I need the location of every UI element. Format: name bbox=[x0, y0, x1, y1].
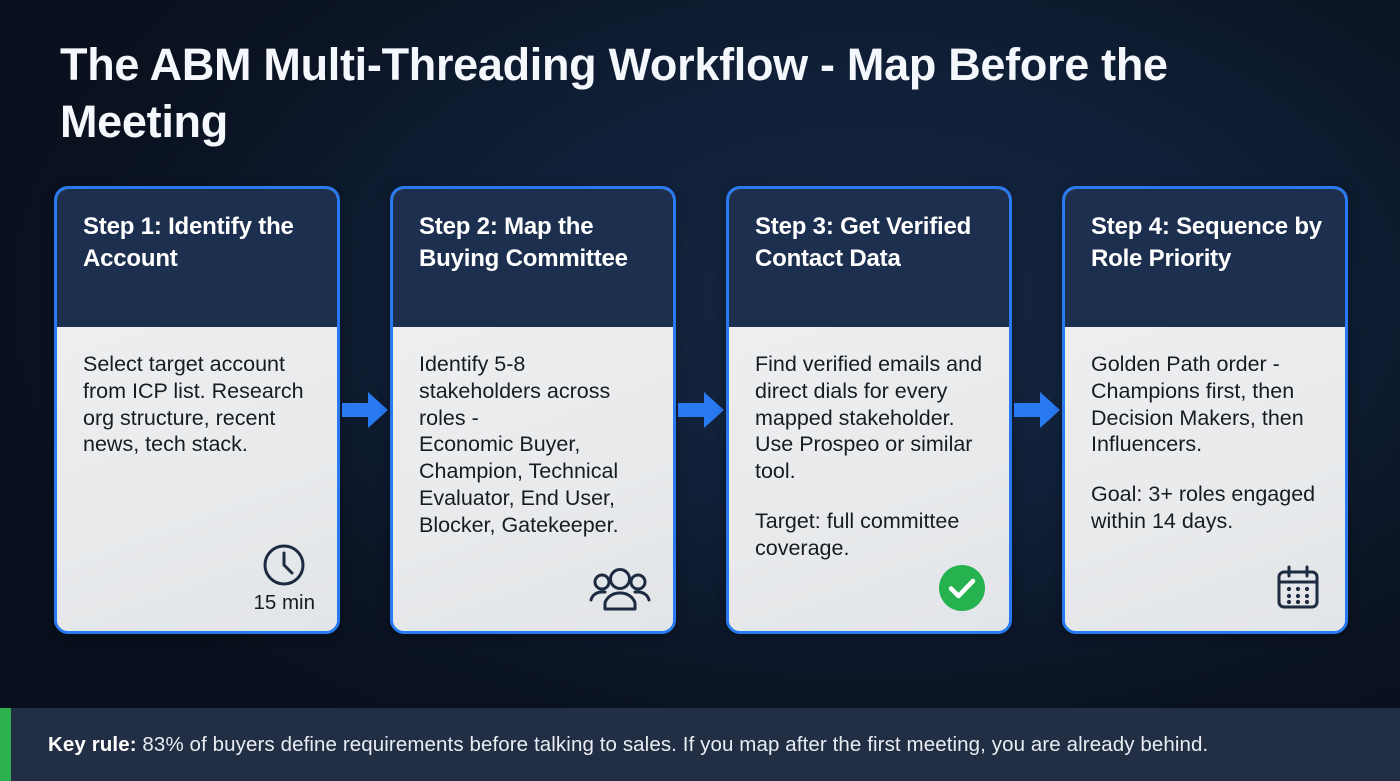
step-card-1-icon-group: 15 min bbox=[253, 542, 315, 615]
step-card-4-body: Golden Path order - Champions first, the… bbox=[1065, 327, 1345, 631]
step-card-2-icon-group bbox=[589, 567, 651, 615]
step-card-1-paragraph-1: Select target account from ICP list. Res… bbox=[83, 352, 304, 457]
workflow-steps-row: Step 1: Identify the Account Select targ… bbox=[54, 186, 1354, 634]
step-card-1[interactable]: Step 1: Identify the Account Select targ… bbox=[54, 186, 340, 634]
footer-body: 83% of buyers define requirements before… bbox=[136, 732, 1209, 756]
calendar-icon bbox=[1277, 565, 1319, 609]
step-card-1-icon-caption: 15 min bbox=[253, 591, 315, 614]
clock-icon bbox=[263, 544, 305, 586]
people-group-icon bbox=[589, 568, 651, 611]
step-card-3[interactable]: Step 3: Get Verified Contact Data Find v… bbox=[726, 186, 1012, 634]
arrow-right-icon bbox=[678, 392, 724, 428]
step-card-2-body: Identify 5-8 stakeholders across roles -… bbox=[393, 327, 673, 631]
step-card-3-header: Step 3: Get Verified Contact Data bbox=[729, 189, 1009, 327]
page-title: The ABM Multi-Threading Workflow - Map B… bbox=[60, 39, 1168, 147]
footer-text: Key rule: 83% of buyers define requireme… bbox=[48, 731, 1208, 759]
step-card-4[interactable]: Step 4: Sequence by Role Priority Golden… bbox=[1062, 186, 1348, 634]
footer-label: Key rule: bbox=[48, 732, 137, 756]
step-card-1-header: Step 1: Identify the Account bbox=[57, 189, 337, 327]
footer-accent-bar bbox=[0, 708, 11, 781]
step-card-3-paragraph-1: Find verified emails and direct dials fo… bbox=[755, 352, 983, 484]
step-card-4-paragraph-2: Goal: 3+ roles engaged within 14 days. bbox=[1091, 482, 1316, 533]
connector-arrow-3 bbox=[1012, 186, 1062, 634]
connector-arrow-2 bbox=[676, 186, 726, 634]
arrow-right-icon bbox=[342, 392, 388, 428]
step-card-4-header: Step 4: Sequence by Role Priority bbox=[1065, 189, 1345, 327]
step-card-4-icon-group bbox=[1273, 563, 1323, 615]
step-card-3-body: Find verified emails and direct dials fo… bbox=[729, 327, 1009, 631]
green-check-icon bbox=[939, 565, 985, 611]
step-card-2-paragraph-1: Identify 5-8 stakeholders across roles -… bbox=[419, 352, 619, 537]
step-card-3-icon-group bbox=[937, 563, 987, 615]
arrow-right-icon bbox=[1014, 392, 1060, 428]
step-card-1-body: Select target account from ICP list. Res… bbox=[57, 327, 337, 631]
step-card-3-paragraph-2: Target: full committee coverage. bbox=[755, 508, 960, 560]
step-card-2[interactable]: Step 2: Map the Buying Committee Identif… bbox=[390, 186, 676, 634]
step-card-2-header: Step 2: Map the Buying Committee bbox=[393, 189, 673, 327]
step-card-4-paragraph-1: Golden Path order - Champions first, the… bbox=[1091, 352, 1304, 457]
connector-arrow-1 bbox=[340, 186, 390, 634]
key-rule-footer: Key rule: 83% of buyers define requireme… bbox=[0, 708, 1400, 781]
